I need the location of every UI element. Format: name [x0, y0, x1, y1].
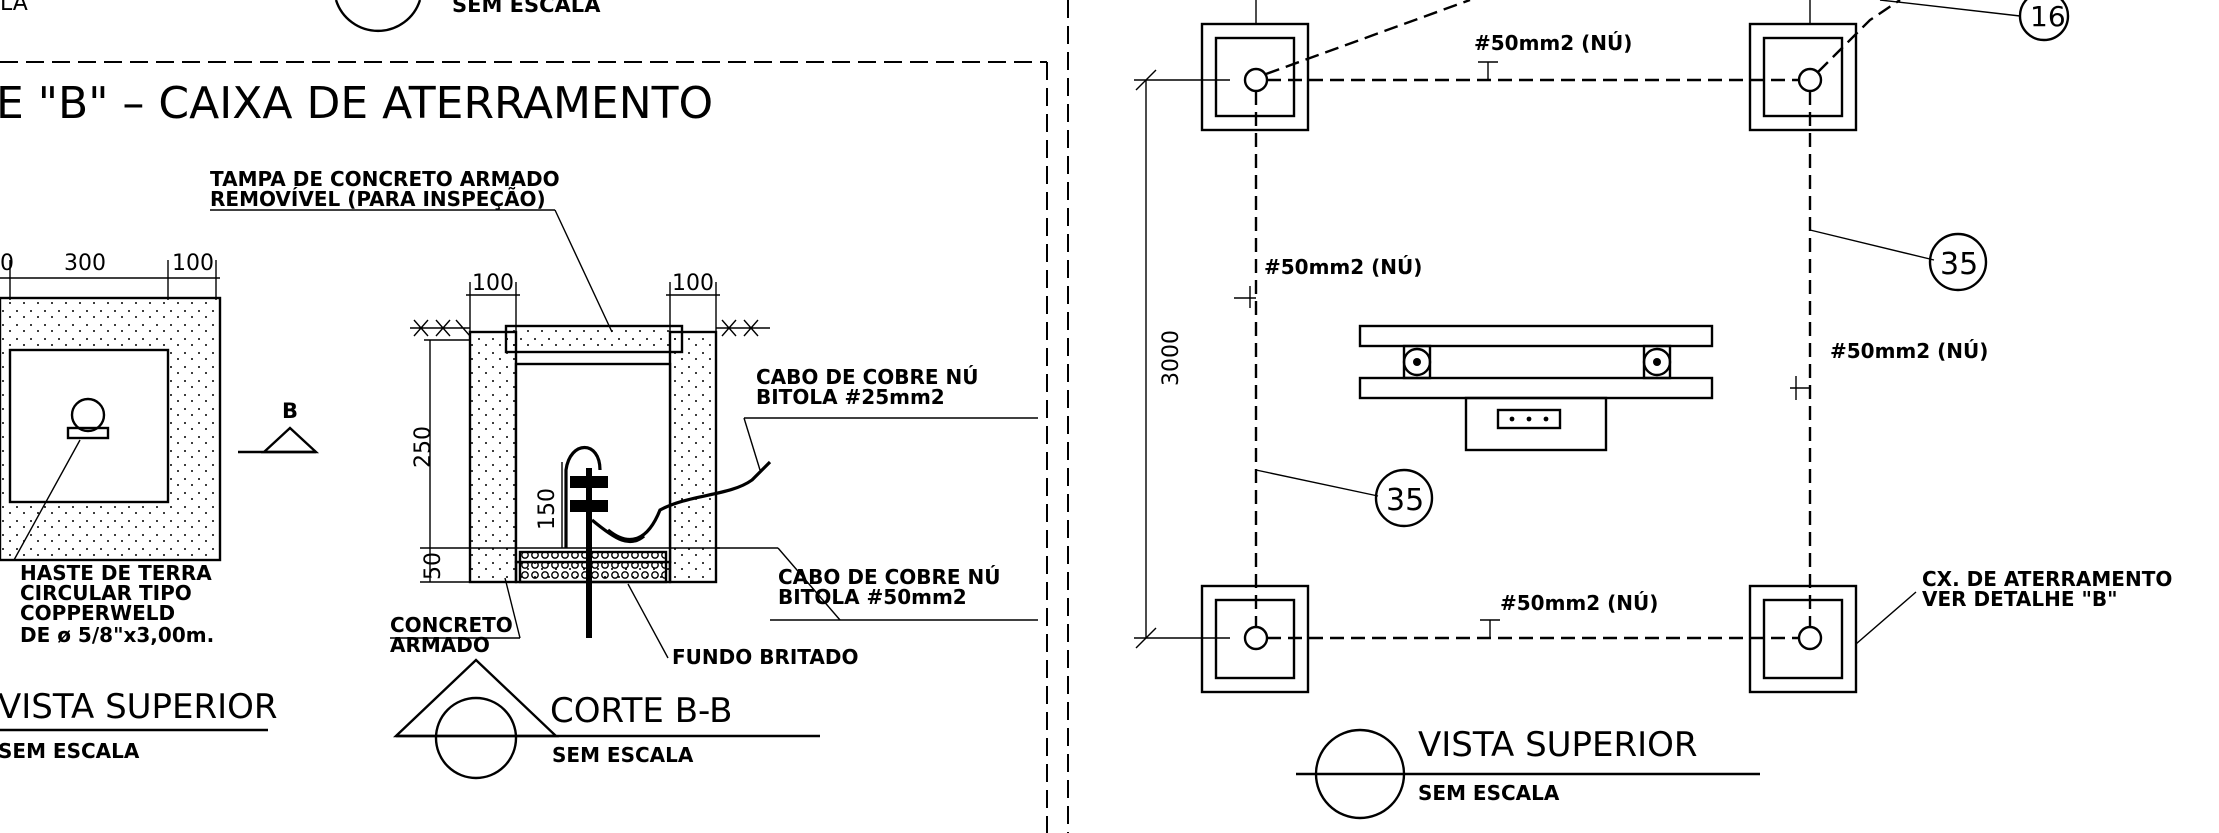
section-dim-left: 100	[472, 271, 514, 296]
top-left-fragment: LA SEM ESCALA	[0, 0, 601, 33]
section-view: TAMPA DE CONCRETO ARMADO REMOVÍVEL (PARA…	[210, 167, 1038, 780]
dim-vertical: 3000	[1134, 69, 1230, 649]
svg-text:REMOVÍVEL (PARA INSPEÇÃO): REMOVÍVEL (PARA INSPEÇÃO)	[210, 187, 546, 211]
svg-text:SEM ESCALA: SEM ESCALA	[1418, 781, 1560, 805]
svg-text:#50mm2 (NÚ): #50mm2 (NÚ)	[1830, 339, 1988, 363]
svg-text:3000: 3000	[1159, 330, 1184, 386]
section-view-title: CORTE B-B SEM ESCALA	[392, 658, 820, 780]
svg-text:CIRCULAR TIPO: CIRCULAR TIPO	[20, 581, 192, 605]
svg-text:B: B	[282, 399, 298, 423]
rod-note: HASTE DE TERRA CIRCULAR TIPO COPPERWELD …	[20, 561, 214, 647]
section-dim-bottom: 50	[421, 552, 446, 580]
top-left-view-circle	[334, 0, 422, 33]
detail-b-title: E "B" – CAIXA DE ATERRAMENTO	[0, 78, 713, 129]
gravel-note: FUNDO BRITADO	[627, 583, 858, 669]
section-dim-height: 250	[411, 426, 436, 468]
svg-text:VER DETALHE "B": VER DETALHE "B"	[1922, 587, 2118, 611]
svg-text:TAMPA DE CONCRETO ARMADO: TAMPA DE CONCRETO ARMADO	[210, 167, 560, 191]
svg-text:CABO DE COBRE NÚ: CABO DE COBRE NÚ	[756, 365, 979, 389]
plan-view-title-right: VISTA SUPERIOR SEM ESCALA	[1296, 725, 1760, 820]
svg-text:VISTA SUPERIOR: VISTA SUPERIOR	[0, 687, 278, 727]
callout-35-left: 35	[1255, 468, 1434, 528]
ground-rod	[586, 468, 592, 638]
svg-text:BITOLA #25mm2: BITOLA #25mm2	[756, 385, 945, 409]
top-left-label: LA	[0, 0, 28, 16]
svg-text:SEM ESCALA: SEM ESCALA	[552, 743, 694, 767]
cable-label-right: #50mm2 (NÚ)	[1790, 339, 1988, 400]
svg-text:VISTA SUPERIOR: VISTA SUPERIOR	[1418, 725, 1698, 765]
svg-text:BITOLA #50mm2: BITOLA #50mm2	[778, 585, 967, 609]
gravel-bottom	[518, 550, 668, 584]
cable-diag-left	[1265, 0, 1471, 76]
plan-view: 0 300 100 HASTE DE TERRA CIRCULAR TIPO C…	[0, 251, 320, 763]
ground-hatch	[410, 319, 770, 337]
svg-text:CABO DE COBRE NÚ: CABO DE COBRE NÚ	[778, 565, 1001, 589]
cable-label-bottom: #50mm2 (NÚ)	[1480, 591, 1658, 638]
ground-box-tr	[1748, 22, 1858, 132]
concrete-note: CONCRETO ARMADO	[390, 577, 521, 657]
central-equipment	[1358, 324, 1714, 452]
callout-16: 16	[1879, 0, 2070, 42]
plan-dim-right: 100	[172, 251, 214, 276]
ground-rod-clamp	[70, 397, 106, 433]
svg-text:HASTE DE TERRA: HASTE DE TERRA	[20, 561, 212, 585]
svg-text:COPPERWELD: COPPERWELD	[20, 601, 175, 625]
svg-text:16: 16	[2030, 0, 2066, 33]
svg-text:#50mm2 (NÚ): #50mm2 (NÚ)	[1474, 31, 1632, 55]
right-wall	[668, 330, 718, 584]
cable-25-out	[606, 460, 772, 542]
svg-text:35: 35	[1386, 483, 1424, 518]
top-left-scale: SEM ESCALA	[452, 0, 601, 17]
grounding-plan: #50mm2 (NÚ) #50mm2 (NÚ) #50mm2 (NÚ) #50m…	[1134, 0, 2172, 820]
cable-note-50: CABO DE COBRE NÚ BITOLA #50mm2	[716, 547, 1038, 621]
plan-view-title: VISTA SUPERIOR SEM ESCALA	[0, 687, 278, 763]
ground-box-br	[1748, 584, 1858, 694]
cable-note-25: CABO DE COBRE NÚ BITOLA #25mm2	[743, 365, 1038, 471]
svg-text:SEM ESCALA: SEM ESCALA	[0, 739, 140, 763]
lid-note: TAMPA DE CONCRETO ARMADO REMOVÍVEL (PARA…	[210, 167, 613, 333]
callout-35-right: 35	[1809, 229, 1988, 292]
cable-25	[564, 445, 602, 548]
section-dim-right: 100	[672, 271, 714, 296]
svg-text:CONCRETO: CONCRETO	[390, 613, 513, 637]
plan-dim-left: 0	[0, 251, 14, 276]
cable-label-top: #50mm2 (NÚ)	[1474, 31, 1632, 80]
svg-text:35: 35	[1940, 247, 1978, 282]
detail-b-frame: E "B" – CAIXA DE ATERRAMENTO	[0, 0, 1069, 833]
svg-text:CORTE B-B: CORTE B-B	[550, 691, 732, 731]
box-note: CX. DE ATERRAMENTO VER DETALHE "B"	[1855, 567, 2172, 645]
plan-dim-mid: 300	[64, 251, 106, 276]
svg-text:ARMADO: ARMADO	[390, 633, 490, 657]
cable-diag-right	[1817, 0, 1901, 73]
svg-text:#50mm2 (NÚ): #50mm2 (NÚ)	[1264, 255, 1422, 279]
svg-text:FUNDO BRITADO: FUNDO BRITADO	[672, 645, 858, 669]
removable-lid	[504, 324, 684, 354]
svg-text:CX. DE ATERRAMENTO: CX. DE ATERRAMENTO	[1922, 567, 2172, 591]
cable-label-left: #50mm2 (NÚ)	[1234, 255, 1422, 308]
section-mark-b: B	[238, 399, 320, 454]
svg-text:#50mm2 (NÚ): #50mm2 (NÚ)	[1500, 591, 1658, 615]
section-dim-inner: 150	[535, 488, 560, 530]
svg-text:DE ø 5/8"x3,00m.: DE ø 5/8"x3,00m.	[20, 623, 214, 647]
plan-inner-pit	[8, 348, 170, 504]
left-wall	[468, 330, 518, 584]
